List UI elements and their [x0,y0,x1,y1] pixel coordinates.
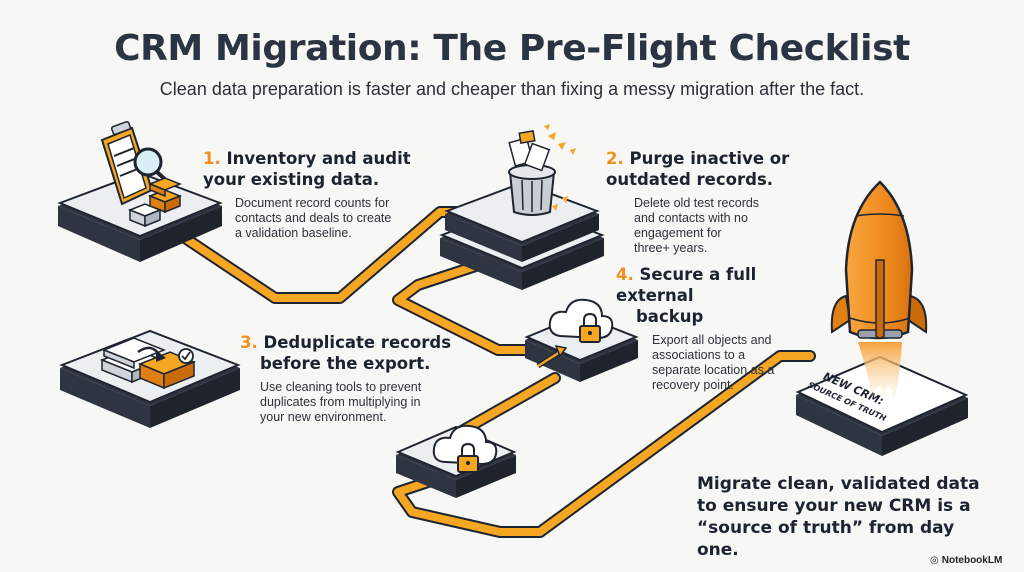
step-3-desc-line: Use cleaning tools to prevent [260,380,422,394]
step-2-desc-line: Delete old test records [634,196,760,210]
page-title: CRM Migration: The Pre-Flight Checklist [114,28,910,69]
step-1-desc-line: a validation baseline. [235,226,352,240]
step-3-block: 3. Deduplicate records before the export… [240,332,460,425]
final-message: Migrate clean, validated data to ensure … [697,473,997,561]
clipboard-magnifier-icon [100,120,183,228]
path-step4-to-cloud [454,372,561,438]
notebooklm-logo-icon: ◎ [930,555,939,566]
step-2-title-line1: Purge inactive or [629,149,790,168]
cloud-lock-icon [536,298,614,369]
rocket-icon [830,180,928,400]
final-message-line: “source of truth” from day one. [697,518,955,560]
step-2-block: 2. Purge inactive or outdated records. D… [606,148,806,256]
step-2-title-line2: outdated records. [606,170,774,189]
merge-documents-icon [99,337,196,390]
step-4-desc-line: separate location as a [652,363,775,377]
step-2-desc-line: three+ years. [634,241,708,255]
step-4-desc-line: recovery point. [652,378,734,392]
cloud-lock-icon [432,424,498,473]
step-2-desc-line: and contacts with no [634,211,748,225]
step-4-number: 4. [616,265,634,284]
platform-step1 [57,171,223,262]
step-1-title-line2: your existing data. [203,170,380,189]
platform-step2 [439,181,605,290]
branding: ◎ NotebookLM [930,555,1002,566]
step-3-desc-line: your new environment. [260,410,387,424]
step-1-desc-line: contacts and deals to create [235,211,392,225]
step-3-description: Use cleaning tools to prevent duplicates… [260,380,460,425]
step-1-block: 1. Inventory and audit your existing dat… [203,148,413,241]
step-1-title-line1: Inventory and audit [226,149,411,168]
step-4-block: 4. Secure a full external backup Export … [616,264,836,393]
step-4-title: 4. Secure a full external backup [616,264,836,327]
step-1-desc-line: Document record counts for [235,196,390,210]
step-4-title-line1: Secure a full external [616,265,757,305]
step-2-number: 2. [606,149,624,168]
path-step2-to-step4 [392,252,534,356]
step-1-title: 1. Inventory and audit your existing dat… [203,148,413,190]
step-2-title: 2. Purge inactive or outdated records. [606,148,806,190]
trash-can-icon [508,124,576,216]
step-3-desc-line: duplicates from multiplying in [260,395,421,409]
step-4-desc-line: associations to a [652,348,746,362]
step-4-title-line2: backup [636,307,704,326]
step-4-description: Export all objects and associations to a… [652,333,836,393]
step-3-title-line1: Deduplicate records [263,333,452,352]
final-message-line: to ensure your new CRM is a [697,496,971,516]
step-2-description: Delete old test records and contacts wit… [634,196,806,256]
step-3-number: 3. [240,333,258,352]
page-subtitle: Clean data preparation is faster and che… [159,79,865,99]
step-3-title: 3. Deduplicate records before the export… [240,332,460,374]
step-1-description: Document record counts for contacts and … [235,196,413,241]
step-3-title-line2: before the export. [260,354,431,373]
step-4-desc-line: Export all objects and [652,333,772,347]
path-cloud-to-launchpad [392,350,816,538]
branding-label: NotebookLM [941,555,1003,566]
step-2-desc-line: engagement for [634,226,722,240]
final-message-line: Migrate clean, validated data [697,474,980,494]
step-1-number: 1. [203,149,221,168]
